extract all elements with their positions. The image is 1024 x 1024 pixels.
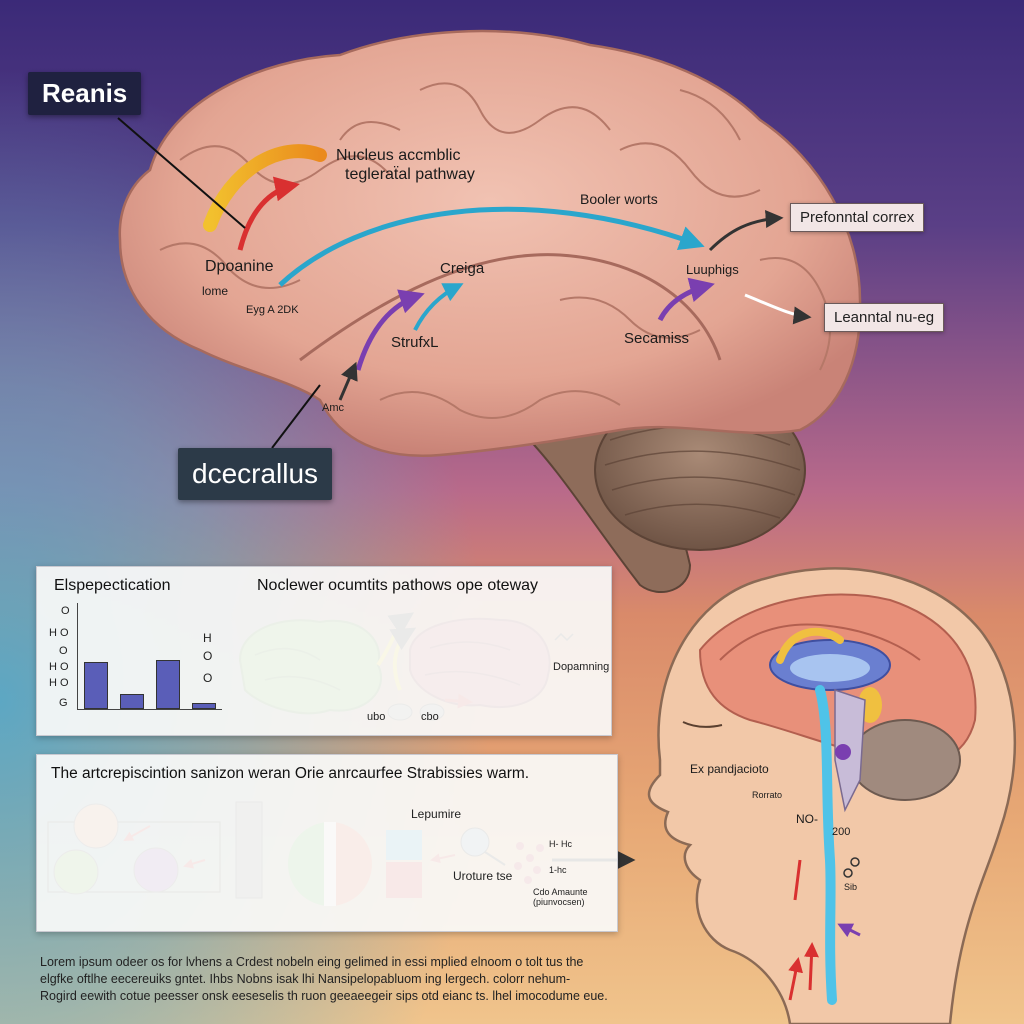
label-sample: Cdo Amaunte <box>533 887 588 897</box>
axis-tick: H O <box>49 661 69 673</box>
dopamine-label: Dopamning <box>553 661 610 673</box>
label-booler: Booler worts <box>580 191 658 207</box>
label-sample-sub: (piunvocsen) <box>533 897 585 907</box>
label-nucleus-line2: tegleraẗal pathway <box>345 166 475 183</box>
chart-bar <box>156 660 180 709</box>
brain-cortex <box>118 29 862 457</box>
label-uroture: Uroture tse <box>453 869 513 883</box>
bottom-panel: The artcrepiscintion sanizon weran Orie … <box>36 754 618 932</box>
side-mark: O <box>203 649 213 663</box>
side-mark: H <box>203 631 212 645</box>
label-mark2: 1-hc <box>549 865 567 875</box>
label-exp: Ex pandjacioto <box>690 762 769 776</box>
label-nucleus-line1: Nucleus accmblic <box>336 147 461 164</box>
label-eys: Eyg A 2DK <box>246 304 299 316</box>
small-label: ubo <box>367 711 386 723</box>
label-reanis: Reanis <box>28 72 142 115</box>
chart-bar <box>84 662 108 709</box>
label-rorrato: Rorrato <box>752 790 783 800</box>
label-no: NO- <box>796 812 818 826</box>
label-amc: Amc <box>322 402 344 414</box>
label-leanntal: Leanntal nu-eg <box>824 303 945 332</box>
top-panel-title: Noclewer ocumtits pathows ope oteway <box>257 577 539 594</box>
axis-tick: O <box>61 605 70 617</box>
label-prefontal: Prefonntal correx <box>790 203 925 232</box>
axis-tick: H O <box>49 677 69 689</box>
label-creiga: Creiga <box>440 260 485 277</box>
footer-line: Lorem ipsum odeer os for lvhens a Crdest… <box>40 955 584 969</box>
footer-line: elgfke oftlhe eecereuiks gntet. Ihbs Nob… <box>40 972 571 986</box>
top-panel-left-title: Elspepectication <box>54 577 171 594</box>
side-mark: O <box>203 671 213 685</box>
label-200: 200 <box>832 826 851 838</box>
top-panel: Elspepectication Noclewer ocumtits patho… <box>36 566 612 736</box>
label-lome: lome <box>202 284 229 298</box>
pathway-arrows <box>117 117 812 449</box>
axis-tick: H O <box>49 627 69 639</box>
head-profile <box>647 567 1017 1024</box>
label-sib: Sib <box>844 882 858 892</box>
small-label: cbo <box>421 711 439 723</box>
mini-bar-chart <box>77 603 222 710</box>
chart-bar <box>120 694 144 709</box>
label-dcecrallus: dcecrallus <box>178 448 333 500</box>
axis-tick: O <box>59 645 68 657</box>
axis-tick: G <box>59 697 68 709</box>
bottom-panel-title: The artcrepiscintion sanizon weran Orie … <box>51 765 530 782</box>
label-strufxl: StrufxL <box>391 334 439 351</box>
label-dpoanine: Dpoanine <box>205 258 274 275</box>
footer-text: Lorem ipsum odeer os for lvhens a Crdest… <box>40 954 620 1005</box>
label-lepumire: Lepumire <box>411 807 462 821</box>
label-luuphigs: Luuphigs <box>686 262 739 277</box>
label-secamiss: Secamiss <box>624 330 690 347</box>
footer-line: Rogird eewith cotue peesser onsk eesesel… <box>40 989 608 1003</box>
label-mark: H- Hc <box>549 839 572 849</box>
chart-bar <box>192 703 216 709</box>
